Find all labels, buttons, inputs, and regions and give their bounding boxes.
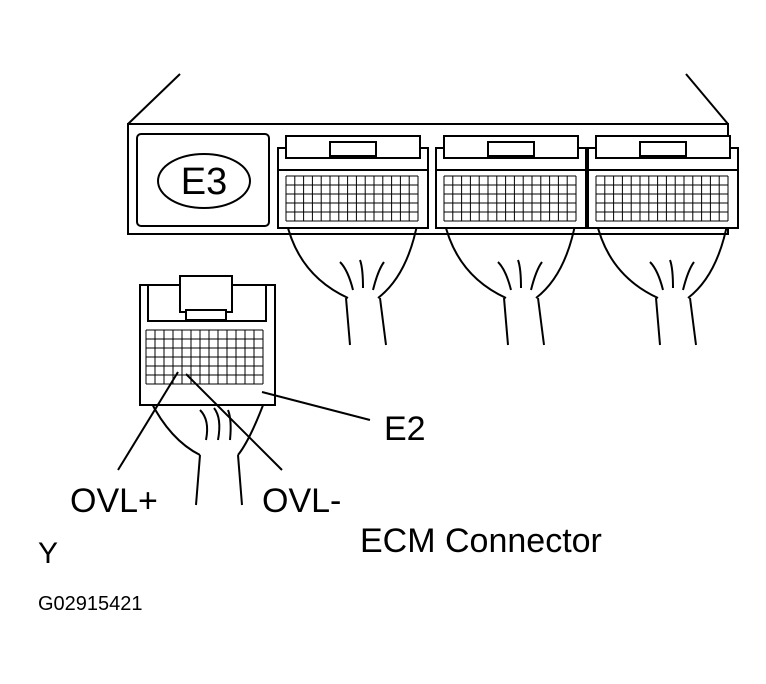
ecm-connector-1 [277,135,429,346]
e2-label: E2 [384,410,426,448]
ecm-connector-pin-grid [285,175,419,222]
ecm-connectors [277,135,739,346]
figure-id: G02915421 [38,593,143,615]
ecm-label: E3 [181,161,227,203]
e2-leader-line [261,391,371,421]
ovl-plus-leader-line [117,371,179,471]
ecm-connector-3 [587,135,739,346]
callout-leaders [117,371,371,471]
ecm-connector-2 [435,135,587,346]
diagram-caption: ECM Connector [360,522,602,560]
harness-connector [139,275,276,506]
ovl-minus-leader-line [185,373,283,471]
ecm-connector-pin-grid [443,175,577,222]
ovl-plus-label: OVL+ [70,482,158,520]
view-marker: Y [38,537,58,570]
ovl-minus-label: OVL- [262,482,341,520]
ecm-label-oval: E3 [157,153,251,209]
ecm-connector-pin-grid [595,175,729,222]
harness-pin-grid [145,329,264,385]
